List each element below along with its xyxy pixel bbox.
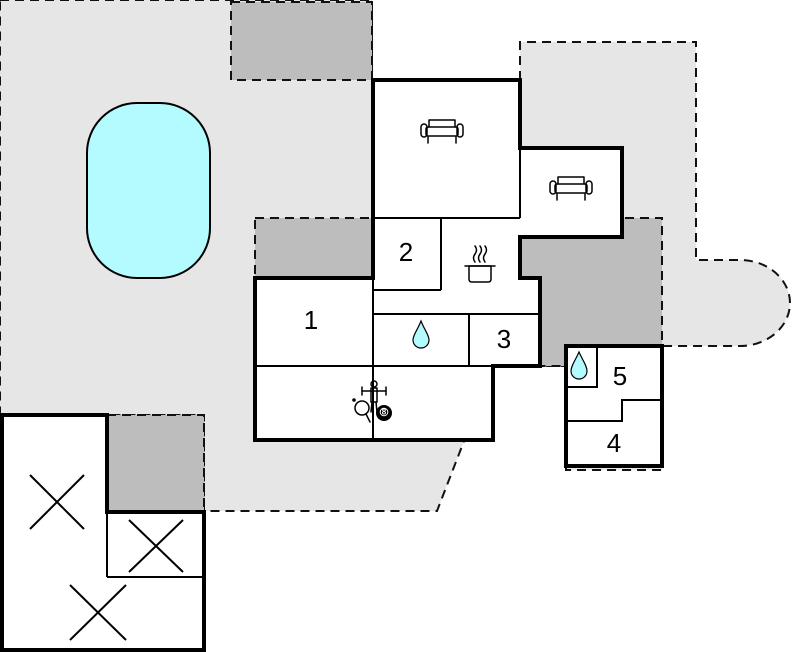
outbuilding [0, 413, 206, 652]
cooking-pot-icon [464, 245, 496, 283]
main-house-walls [253, 78, 624, 442]
covered-area-center [254, 217, 374, 279]
room-label-2: 2 [399, 237, 413, 267]
main-house [253, 78, 624, 442]
cross-mark-icon [128, 519, 184, 573]
billiard-ball-icon: 8 [376, 405, 392, 421]
covered-area-left [106, 414, 205, 513]
room-label-5: 5 [613, 361, 627, 391]
wall-annex-divider [566, 399, 662, 422]
table-tennis-icon [352, 398, 371, 423]
sofa-icon [420, 119, 464, 144]
water-drop-icon [412, 319, 430, 349]
wall-annex-bath [566, 346, 598, 388]
room-label-3: 3 [497, 324, 511, 354]
table-football-icon [361, 380, 387, 413]
billiard-ball-number: 8 [382, 408, 387, 417]
sofa-icon [549, 176, 593, 201]
room-label-4: 4 [607, 428, 621, 458]
room-label-1: 1 [304, 305, 318, 335]
cross-mark-icon [29, 474, 85, 530]
outbuilding-walls [0, 413, 206, 652]
cross-mark-icon [69, 584, 127, 641]
swimming-pool [86, 102, 211, 279]
water-drop-icon [570, 350, 588, 380]
covered-area-top [230, 1, 373, 81]
